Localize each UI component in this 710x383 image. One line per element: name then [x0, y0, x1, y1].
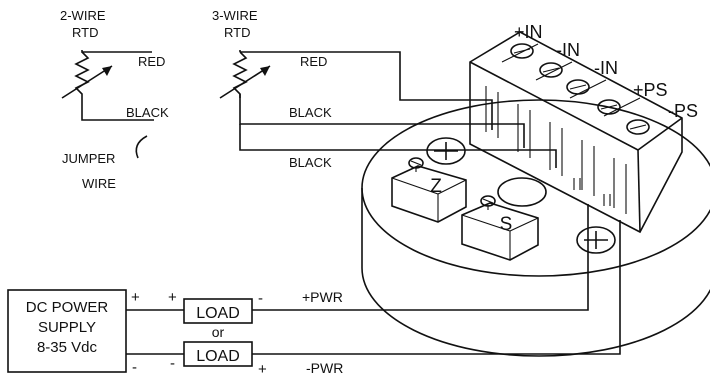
terminal-screw-5-icon: [626, 119, 650, 135]
dc-power-supply-box: [7, 289, 127, 373]
pos-pwr-label: +PWR: [302, 289, 343, 305]
power-wires: [126, 204, 621, 355]
load-bottom-right-sign: +: [258, 361, 267, 378]
rtd3-red-label: RED: [300, 54, 327, 69]
terminal-block: [469, 31, 683, 234]
mounting-screw-top-icon: [426, 137, 466, 165]
span-adjust-block: S: [461, 195, 539, 261]
rtd3-title-line2: RTD: [224, 25, 250, 40]
supply-pos-terminal-label: +: [131, 289, 140, 306]
supply-label-line1: DC POWER: [26, 299, 109, 316]
zero-label: Z: [430, 176, 442, 197]
zero-adjust-block: Z: [391, 157, 467, 223]
jumper-wire-icon: [135, 135, 148, 159]
transmitter-housing: [361, 99, 710, 357]
load-box-top: [183, 298, 253, 324]
rtd2-red-label: RED: [138, 54, 165, 69]
jumper-label-line1: JUMPER: [62, 151, 115, 166]
load-top-right-sign: -: [258, 290, 263, 307]
center-hole: [497, 177, 547, 207]
neg-pwr-label: -PWR: [306, 360, 343, 376]
terminal-screw-2-icon: [539, 62, 563, 78]
rtd3-resistor-icon: [219, 50, 271, 99]
supply-label-line2: SUPPLY: [38, 319, 96, 336]
rtd2-resistor-icon: [61, 50, 154, 121]
terminal-label-ps-neg: -PS: [668, 101, 698, 121]
rtd3-black-label-2: BLACK: [289, 155, 332, 170]
rtd3-black-label-1: BLACK: [289, 105, 332, 120]
terminal-screw-3-icon: [566, 79, 590, 95]
housing-body: [361, 188, 710, 357]
rtd3-wires: [239, 51, 557, 168]
load-top-label: LOAD: [196, 305, 240, 322]
jumper-label-line2: WIRE: [82, 176, 116, 191]
rtd3-title-line1: 3-WIRE: [212, 8, 258, 23]
span-label: S: [500, 214, 513, 235]
mounting-screw-bottom-icon: [576, 226, 616, 254]
rtd2-title-line1: 2-WIRE: [60, 8, 106, 23]
supply-neg-terminal-label: -: [132, 359, 137, 376]
terminal-label-in-neg-2: -IN: [594, 58, 618, 78]
terminal-label-in-pos: +IN: [514, 22, 543, 42]
terminal-label-ps-pos: +PS: [633, 80, 668, 100]
load-top-left-sign: +: [168, 289, 177, 306]
terminal-screw-4-icon: [597, 99, 621, 115]
load-bottom-left-sign: -: [170, 355, 175, 372]
terminal-screw-1-icon: [510, 43, 534, 59]
supply-label-line3: 8-35 Vdc: [37, 339, 98, 356]
housing-top: [361, 99, 710, 277]
rtd2-black-label: BLACK: [126, 105, 169, 120]
terminal-label-in-neg-1: -IN: [556, 40, 580, 60]
load-bottom-label: LOAD: [196, 348, 240, 365]
load-or-label: or: [212, 324, 225, 340]
rtd2-title-line2: RTD: [72, 25, 98, 40]
